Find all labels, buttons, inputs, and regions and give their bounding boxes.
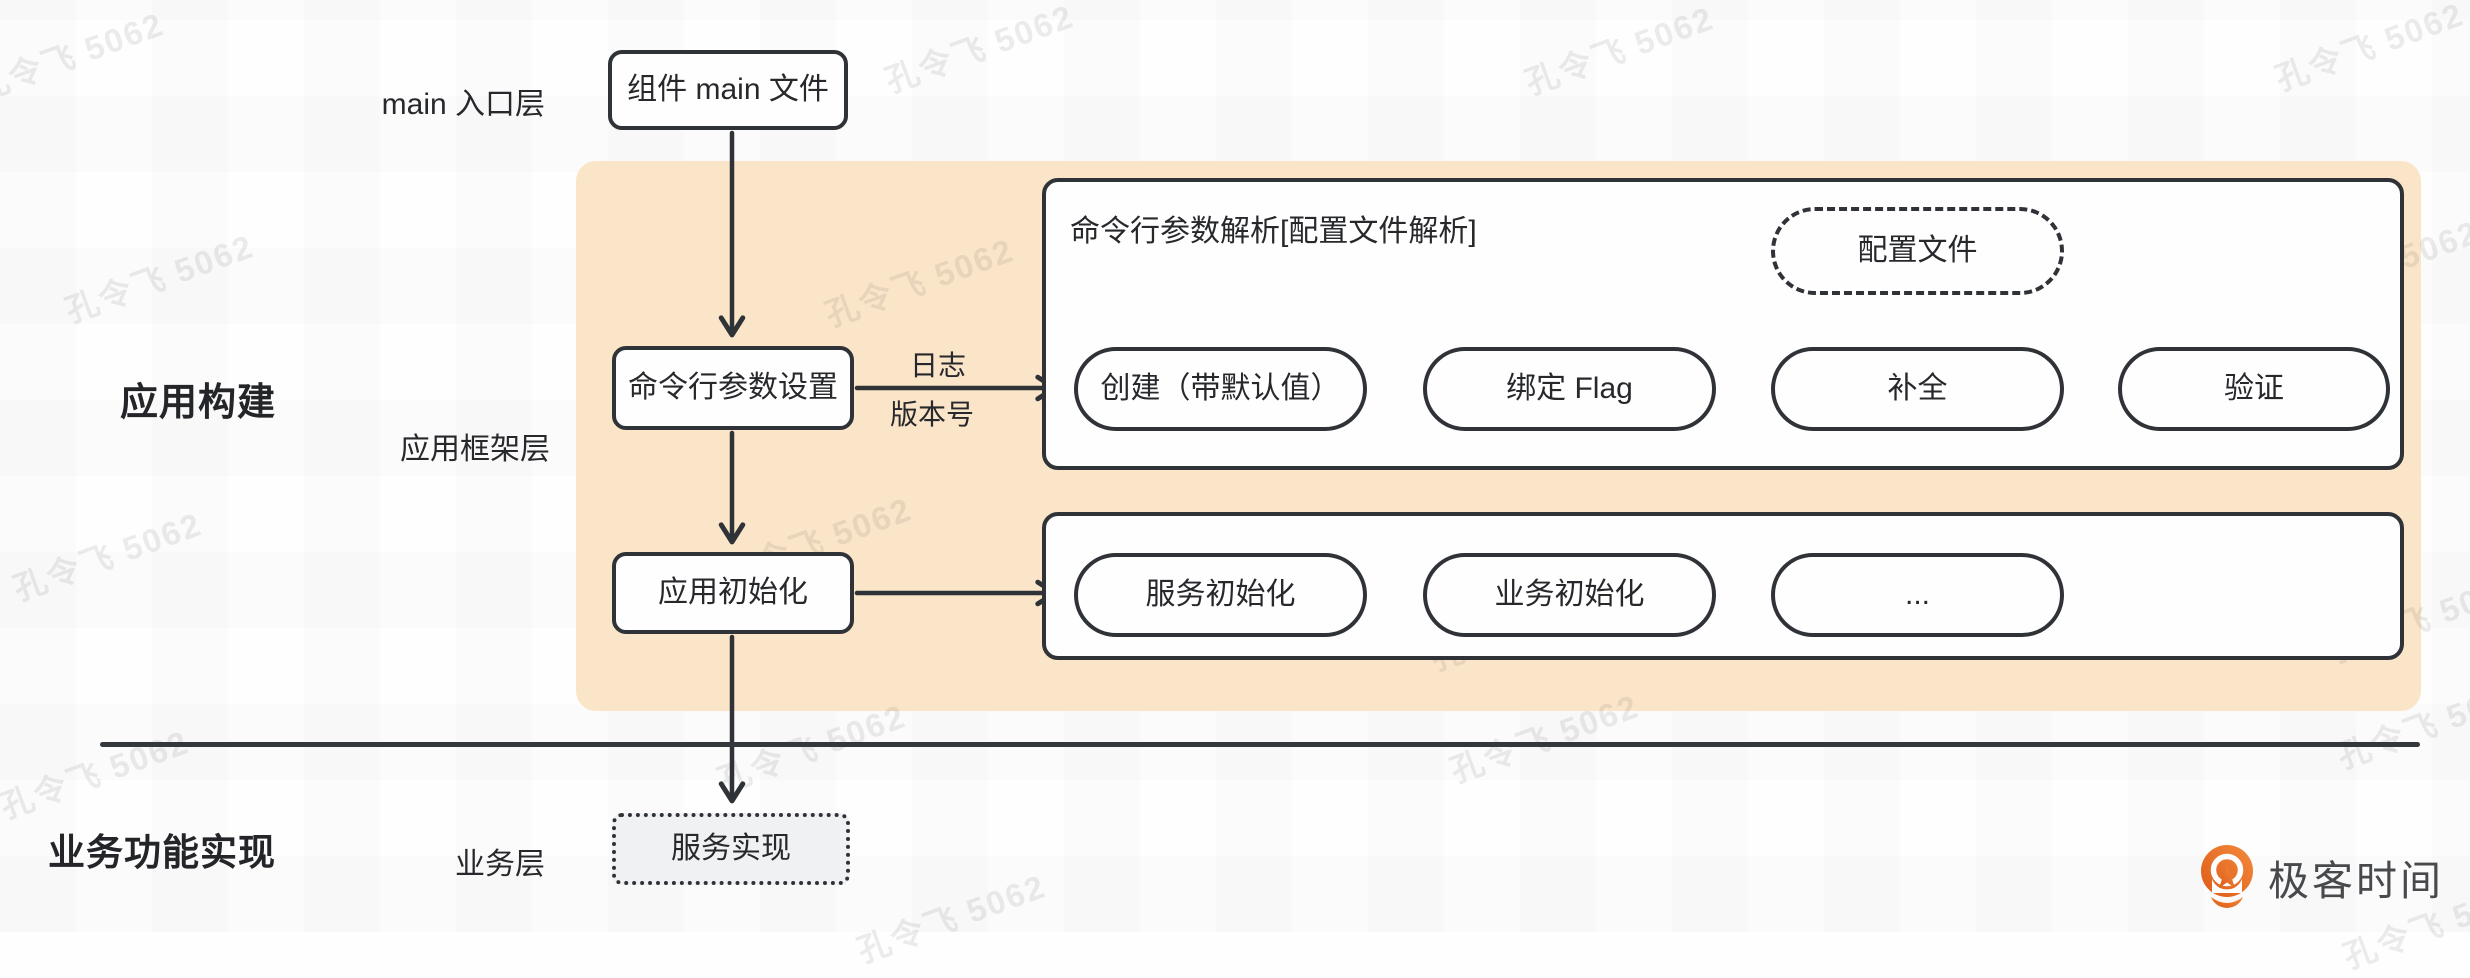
node-cmdline-flag-setup: 命令行参数设置: [612, 346, 854, 430]
node-app-init: 应用初始化: [612, 552, 854, 634]
node-more-steps: ...: [1771, 553, 2064, 637]
node-bind-flag: 绑定 Flag: [1423, 347, 1716, 431]
layer-label-business: 业务层: [455, 848, 545, 881]
node-create-with-defaults: 创建（带默认值）: [1074, 347, 1367, 431]
node-business-init: 业务初始化: [1423, 553, 1716, 637]
geektime-logo-icon: [2201, 845, 2253, 908]
node-validate: 验证: [2118, 347, 2390, 431]
edge-label-log: 日志: [909, 350, 966, 381]
layer-label-main-entry: main 入口层: [381, 88, 545, 121]
node-config-file: 配置文件: [1771, 207, 2064, 295]
group-cmdline-parse-title: 命令行参数解析[配置文件解析]: [1070, 215, 1477, 248]
section-divider: [100, 742, 2420, 747]
geektime-logo-text: 极客时间: [2268, 858, 2444, 904]
section-label-app-build: 应用构建: [120, 382, 277, 424]
section-label-business-impl: 业务功能实现: [48, 832, 276, 873]
node-complete: 补全: [1771, 347, 2064, 431]
node-component-main-file: 组件 main 文件: [608, 50, 848, 130]
geektime-logo: 极客时间: [2198, 843, 2444, 911]
node-service-init: 服务初始化: [1074, 553, 1367, 637]
edge-label-version: 版本号: [889, 399, 974, 430]
layer-label-app-framework: 应用框架层: [400, 433, 550, 466]
node-service-impl: 服务实现: [612, 813, 850, 885]
